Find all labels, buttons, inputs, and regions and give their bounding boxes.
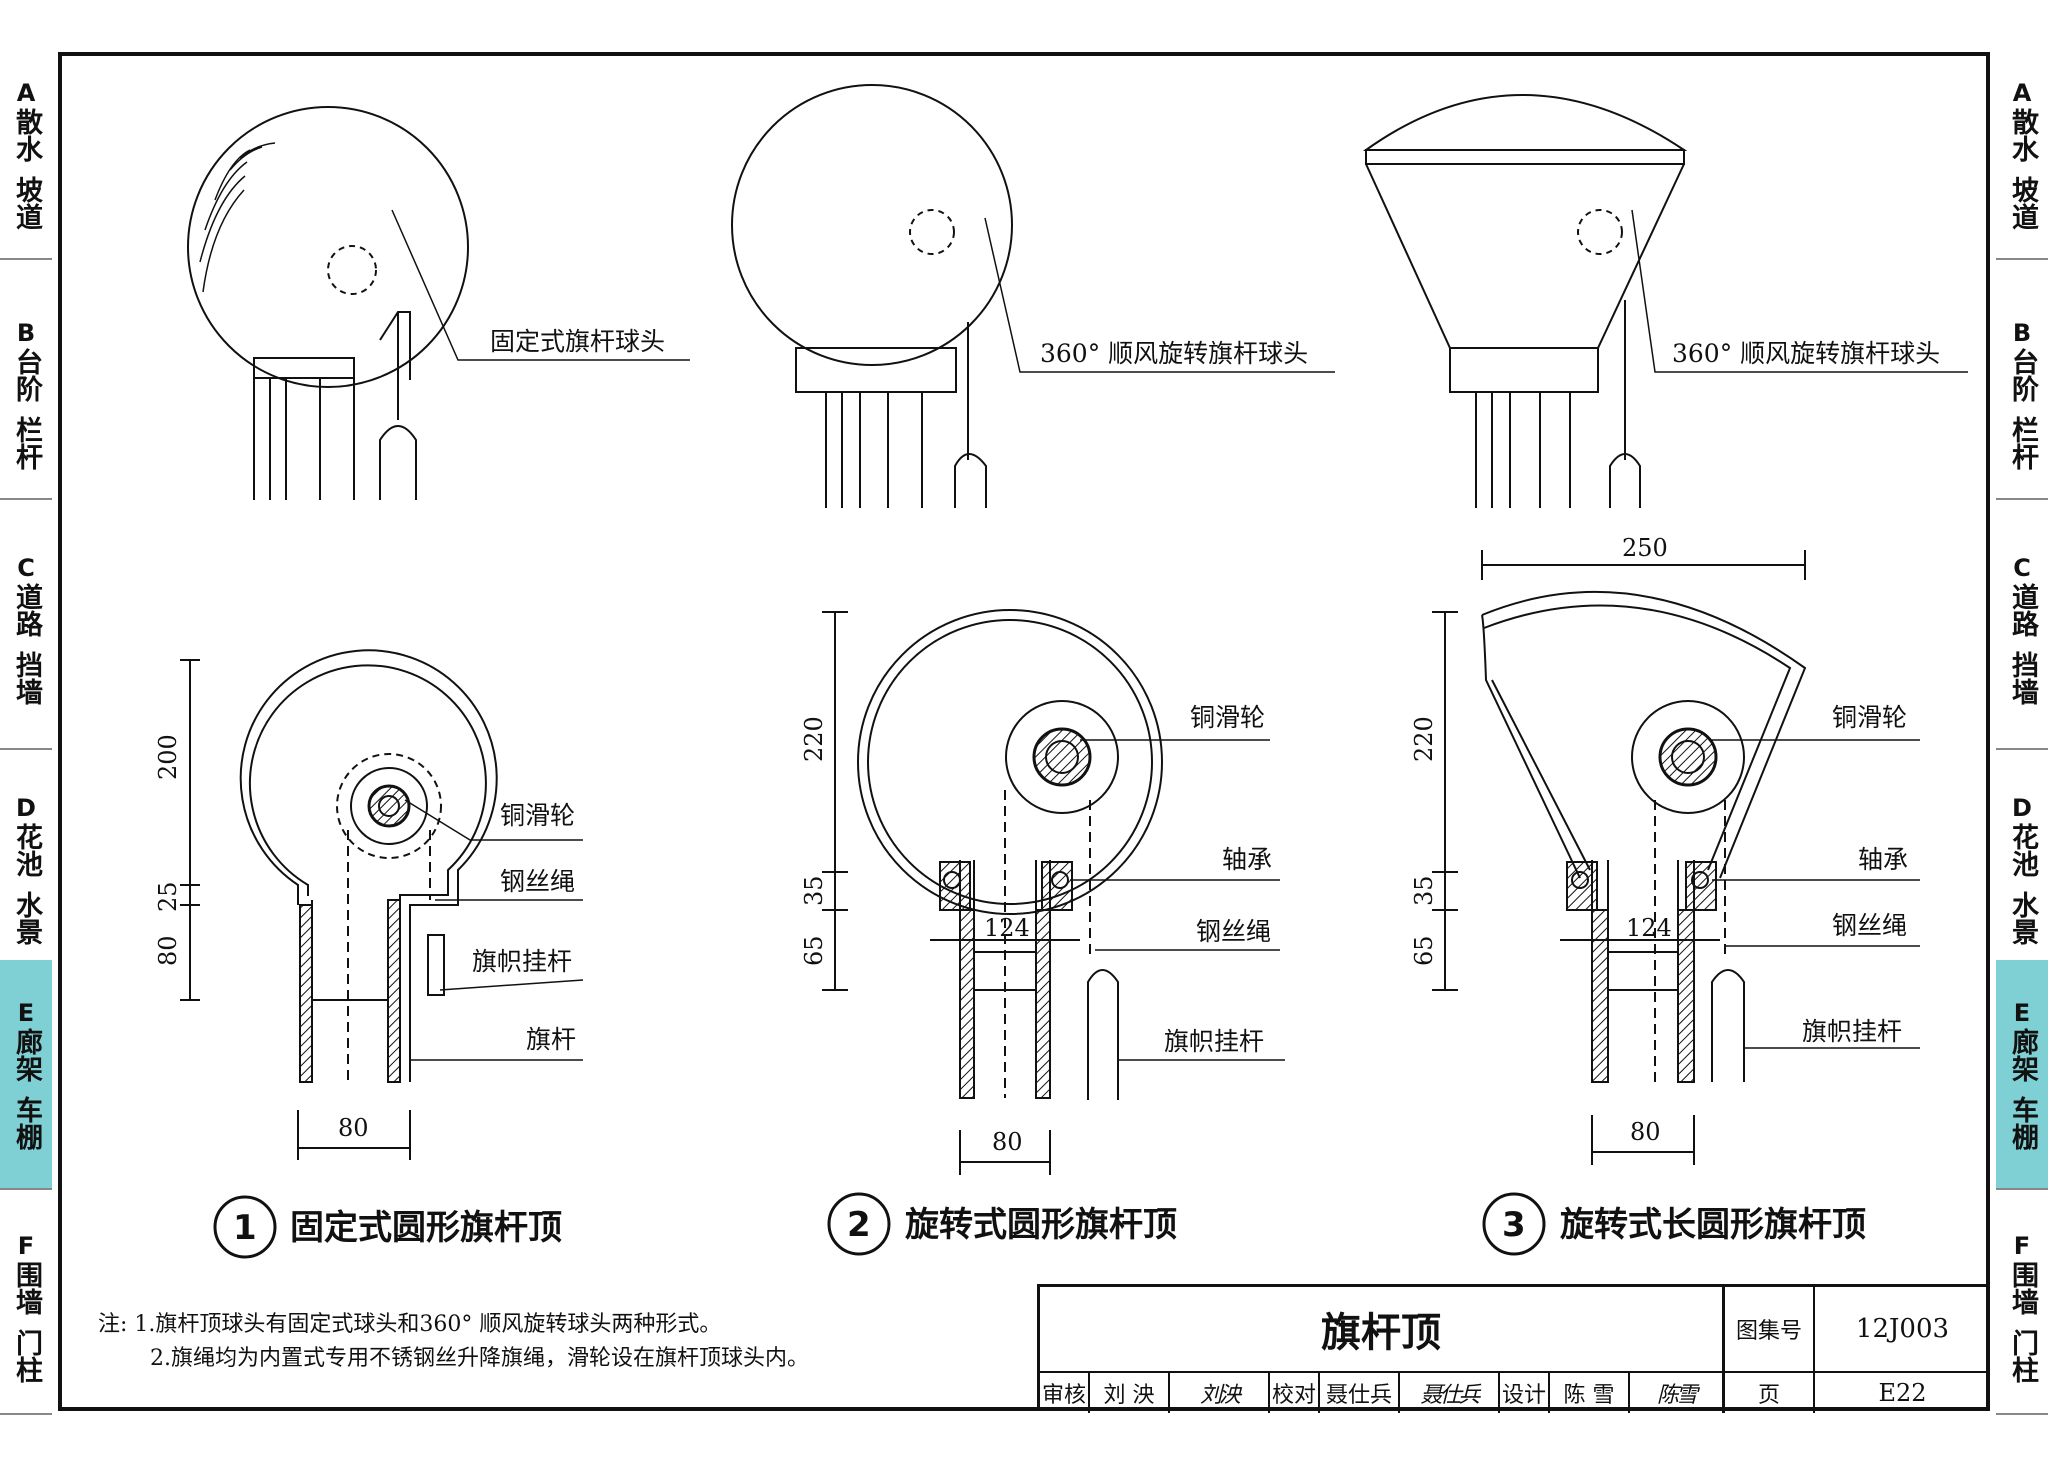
label-copper-pulley: 铜滑轮 (500, 801, 575, 830)
dim-65: 65 (800, 935, 828, 966)
dim-250: 250 (1622, 534, 1668, 562)
dim-220: 220 (1410, 716, 1438, 762)
dim-80-h: 80 (992, 1128, 1023, 1156)
dim-25: 25 (154, 881, 182, 912)
label-bearing: 轴承 (1222, 845, 1272, 874)
designer-signature: 陈雪 (1630, 1373, 1725, 1413)
caption-3: 3 旋转式长圆形旗杆顶 (1482, 1192, 1866, 1256)
section-rotating-oblong (1432, 550, 1920, 1165)
dim-80-v: 80 (154, 935, 182, 966)
label-copper-pulley: 铜滑轮 (1190, 703, 1265, 732)
check-label: 校对 (1270, 1373, 1320, 1413)
fixed-head-label: 固定式旗杆球头 (490, 327, 665, 356)
page-number: E22 (1878, 1379, 1927, 1407)
elevation-rotating-ball: 360° 顺风旋转旗杆球头 (731, 84, 1335, 508)
label-flag-hanger: 旗帜挂杆 (1802, 1017, 1902, 1046)
elevation-rotating-oblong: 360° 顺风旋转旗杆球头 (1362, 94, 1968, 508)
label-steel-cable: 钢丝绳 (1196, 917, 1271, 946)
dim-124: 124 (1626, 914, 1672, 942)
note-line-1: 注: 1.旗杆顶球头有固定式球头和360° 顺风旋转球头两种形式。 (98, 1312, 722, 1337)
label-flag-hanger: 旗帜挂杆 (1164, 1027, 1264, 1056)
detail-number-circle (213, 1195, 277, 1259)
label-steel-cable: 钢丝绳 (1832, 911, 1907, 940)
detail-caption: 旋转式长圆形旗杆顶 (1560, 1205, 1866, 1245)
dim-124: 124 (984, 914, 1030, 942)
reviewer-name: 刘 泱 (1090, 1373, 1170, 1413)
dim-80-h: 80 (338, 1114, 369, 1142)
atlas-label: 图集号 (1725, 1287, 1815, 1373)
page-label: 页 (1725, 1373, 1815, 1413)
label-steel-cable: 钢丝绳 (500, 867, 575, 896)
detail-number: 3 (1502, 1205, 1526, 1245)
dim-65: 65 (1410, 935, 1438, 966)
notes: 注: 1.旗杆顶球头有固定式球头和360° 顺风旋转球头两种形式。 2.旗绳均为内… (98, 1308, 809, 1376)
checker-signature: 聂仕兵 (1400, 1373, 1500, 1413)
label-bearing: 轴承 (1858, 845, 1908, 874)
drawing-frame (58, 52, 1990, 1411)
elevation-fixed-ball: 固定式旗杆球头 (187, 106, 690, 500)
section-rotating-round (822, 609, 1285, 1175)
caption-1: 1 固定式圆形旗杆顶 (213, 1195, 562, 1259)
dim-35: 35 (800, 875, 828, 906)
design-label: 设计 (1500, 1373, 1550, 1413)
detail-number-circle (1482, 1192, 1546, 1256)
detail-caption: 旋转式圆形旗杆顶 (905, 1205, 1177, 1245)
checker-name: 聂仕兵 (1320, 1373, 1400, 1413)
title-block: 旗杆顶 图集号 12J003 审核 刘 泱 刘泱 校对 聂仕兵 聂仕兵 设计 陈… (1037, 1284, 1990, 1413)
detail-number-circle (827, 1192, 891, 1256)
dim-35: 35 (1410, 875, 1438, 906)
designer-name: 陈 雪 (1550, 1373, 1630, 1413)
reviewer-signature: 刘泱 (1170, 1373, 1270, 1413)
review-label: 审核 (1040, 1373, 1090, 1413)
dim-80-h: 80 (1630, 1118, 1661, 1146)
caption-2: 2 旋转式圆形旗杆顶 (827, 1192, 1177, 1256)
label-copper-pulley: 铜滑轮 (1832, 703, 1907, 732)
note-line-2: 2.旗绳均为内置式专用不锈钢丝升降旗绳，滑轮设在旗杆顶球头内。 (150, 1346, 809, 1371)
detail-number: 1 (233, 1208, 257, 1248)
drawing-title: 旗杆顶 (1040, 1287, 1725, 1373)
dim-220: 220 (800, 716, 828, 762)
label-flagpole: 旗杆 (526, 1025, 576, 1054)
detail-caption: 固定式圆形旗杆顶 (290, 1208, 562, 1248)
rotating-head-label-2: 360° 顺风旋转旗杆球头 (1040, 339, 1308, 368)
atlas-number: 12J003 (1815, 1287, 1990, 1373)
section-fixed-round (180, 649, 584, 1160)
dim-200: 200 (154, 734, 182, 780)
rotating-head-label-3: 360° 顺风旋转旗杆球头 (1672, 339, 1940, 368)
detail-number: 2 (847, 1205, 871, 1245)
label-flag-hanger: 旗帜挂杆 (472, 947, 572, 976)
